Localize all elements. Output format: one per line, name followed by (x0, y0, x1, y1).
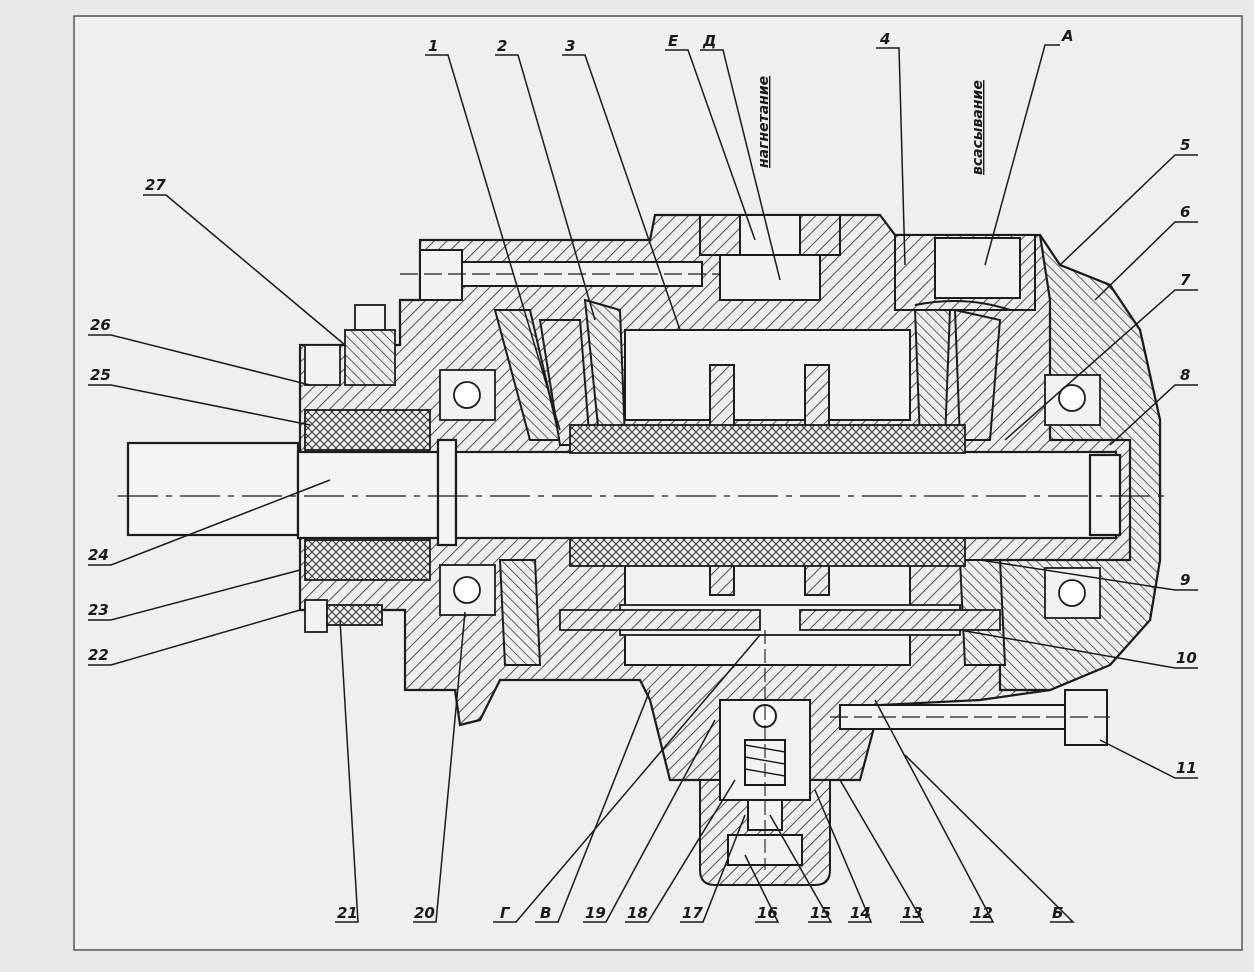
callout-24: 24 (88, 546, 109, 564)
callout-labels: 1 2 3 Е Д 4 А 5 6 7 8 9 10 11 27 26 25 2… (88, 27, 1197, 922)
callout-4: 4 (879, 30, 890, 48)
callout-B: Б (1052, 904, 1063, 922)
leader-lines (88, 44, 1198, 923)
callout-3: 3 (565, 37, 575, 55)
callout-26: 26 (90, 316, 111, 334)
callout-19: 19 (585, 904, 606, 922)
grease-nipple (304, 304, 396, 386)
callout-22: 22 (88, 646, 109, 664)
callout-12: 12 (972, 904, 993, 922)
callout-V: В (540, 904, 551, 922)
callout-2: 2 (497, 37, 507, 55)
callout-20: 20 (414, 904, 435, 922)
outlet-port (699, 214, 841, 301)
bearing-left (304, 369, 496, 616)
callout-6: 6 (1180, 203, 1190, 221)
rotor-hub (559, 424, 1001, 636)
callout-15: 15 (810, 904, 831, 922)
callout-7: 7 (1180, 271, 1191, 289)
relief-valve (699, 630, 831, 886)
callout-8: 8 (1180, 366, 1190, 384)
callout-11: 11 (1176, 759, 1197, 777)
tie-bolt-bottom (830, 689, 1110, 746)
outlet-side-label: нагнетание (756, 76, 772, 168)
drive-shaft (118, 438, 1165, 547)
callout-16: 16 (757, 904, 778, 922)
callout-5: 5 (1180, 136, 1190, 154)
callout-A: А (1061, 27, 1074, 45)
callout-G: Г (500, 904, 511, 922)
callout-9: 9 (1180, 571, 1190, 589)
callout-1: 1 (428, 37, 438, 55)
callout-21: 21 (337, 904, 358, 922)
callout-25: 25 (90, 366, 111, 384)
inlet-port (894, 234, 1036, 311)
callout-14: 14 (850, 904, 871, 922)
callout-E: Е (668, 32, 679, 50)
callout-23: 23 (88, 601, 109, 619)
bearing-right (1044, 374, 1101, 619)
callout-17: 17 (682, 904, 703, 922)
callout-27: 27 (145, 176, 166, 194)
callout-18: 18 (627, 904, 648, 922)
inlet-side-label: всасывание (970, 80, 986, 175)
callout-10: 10 (1176, 649, 1197, 667)
callout-D: Д (702, 32, 716, 50)
callout-13: 13 (902, 904, 923, 922)
